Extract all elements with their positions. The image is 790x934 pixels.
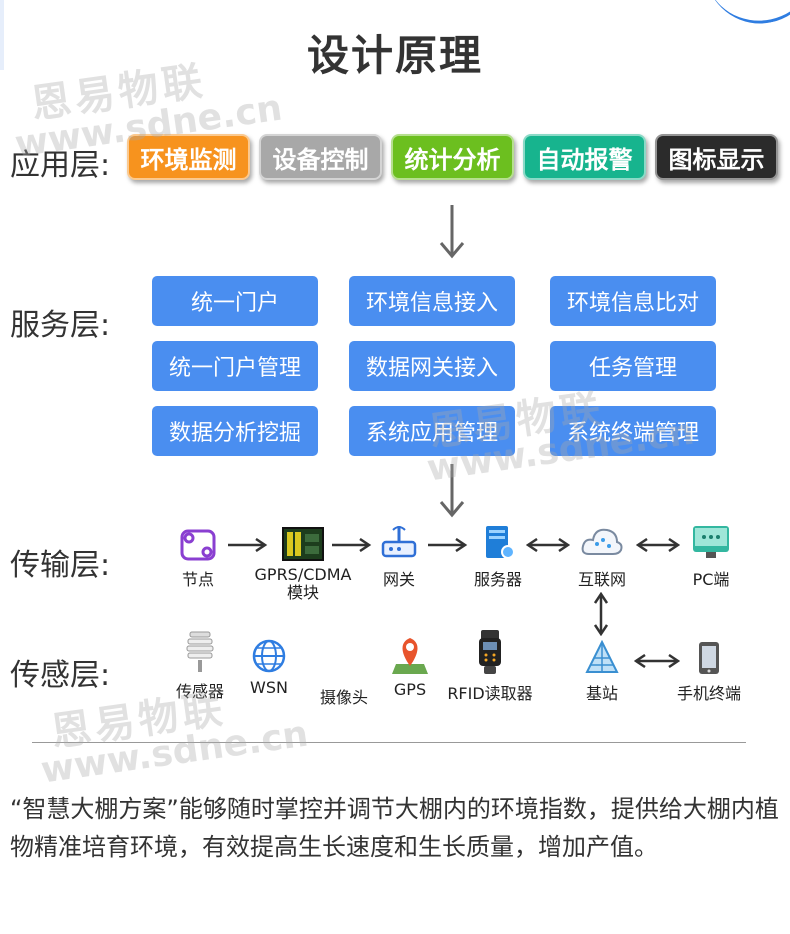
pc-label: PC端 (692, 570, 730, 589)
sensing-gps: GPS (390, 634, 430, 699)
sensing-layer-label: 传感层: (10, 658, 111, 693)
base-station-icon (585, 640, 619, 673)
node-label: 节点 (181, 570, 214, 589)
router-icon (381, 526, 417, 558)
right-arrow-icon (428, 538, 468, 552)
sensing-camera: 摄像头 (312, 684, 376, 708)
service-unified-portal[interactable]: 统一门户 (152, 276, 318, 326)
gprs-label: GPRS/CDMA (254, 565, 352, 584)
sensing-sensor: 传感器 (168, 630, 232, 702)
service-portal-management[interactable]: 统一门户管理 (152, 341, 318, 391)
service-task-management[interactable]: 任务管理 (550, 341, 716, 391)
gateway-label: 网关 (382, 570, 415, 589)
service-data-mining[interactable]: 数据分析挖掘 (152, 406, 318, 456)
service-env-info-access[interactable]: 环境信息接入 (349, 276, 515, 326)
transport-gprs-module: GPRS/CDMA 模块 (246, 526, 360, 602)
service-terminal-management[interactable]: 系统终端管理 (550, 406, 716, 456)
internet-label: 互联网 (577, 570, 626, 589)
transport-layer-label: 传输层: (10, 548, 111, 583)
mobile-terminal-label: 手机终端 (676, 684, 741, 703)
transport-node: 节点 (172, 528, 224, 590)
base-station-label: 基站 (585, 684, 618, 703)
down-arrow-icon (439, 464, 465, 518)
transport-server: 服务器 (466, 522, 530, 590)
monitor-icon (693, 526, 729, 558)
rfid-scanner-icon (479, 630, 501, 674)
page-title: 设计原理 (306, 31, 483, 80)
bidirectional-arrow-icon (636, 538, 680, 552)
sensing-rfid-reader: RFID读取器 (440, 628, 540, 704)
service-data-gateway-access[interactable]: 数据网关接入 (349, 341, 515, 391)
phone-icon (699, 642, 719, 674)
gps-label: GPS (393, 680, 427, 699)
divider (32, 742, 746, 743)
bidirectional-arrow-icon (634, 654, 680, 668)
service-env-info-compare[interactable]: 环境信息比对 (550, 276, 716, 326)
globe-network-icon (252, 639, 286, 673)
transport-gateway: 网关 (376, 522, 422, 590)
app-button-env-monitor[interactable]: 环境监测 (127, 134, 250, 180)
service-app-management[interactable]: 系统应用管理 (349, 406, 515, 456)
wsn-label: WSN (250, 678, 288, 697)
camera-label: 摄像头 (319, 688, 368, 707)
circuit-board-icon (282, 527, 324, 561)
app-button-auto-alarm[interactable]: 自动报警 (523, 134, 646, 180)
app-button-device-control[interactable]: 设备控制 (259, 134, 382, 180)
app-layer-label: 应用层: (10, 148, 111, 183)
app-button-statistics[interactable]: 统计分析 (391, 134, 514, 180)
weather-sensor-icon (186, 631, 214, 672)
server-label: 服务器 (473, 570, 522, 589)
sensing-wsn: WSN (244, 638, 294, 697)
transport-internet: 互联网 (570, 522, 634, 590)
sensing-mobile-terminal: 手机终端 (668, 640, 750, 704)
rfid-label: RFID读取器 (447, 684, 533, 703)
left-decoration (0, 0, 4, 70)
cloud-icon (581, 528, 623, 555)
vertical-bidirectional-arrow-icon (594, 592, 608, 636)
gprs-module-label: 模块 (286, 583, 319, 602)
map-pin-icon (392, 638, 428, 674)
right-arrow-icon (332, 538, 372, 552)
server-icon (486, 526, 515, 559)
node-icon (180, 529, 216, 561)
sensor-label: 传感器 (175, 682, 224, 701)
service-layer-label: 服务层: (10, 308, 111, 343)
right-arrow-icon (228, 538, 268, 552)
description-text: “智慧大棚方案”能够随时掌控并调节大棚内的环境指数，提供给大棚内植物精准培育环境… (10, 795, 779, 861)
transport-pc: PC端 (682, 522, 740, 590)
sensing-base-station: 基站 (580, 640, 624, 704)
app-button-chart-display[interactable]: 图标显示 (655, 134, 778, 180)
bidirectional-arrow-icon (526, 538, 570, 552)
watermark-url: www.sdne.cn (38, 713, 311, 792)
down-arrow-icon (439, 205, 465, 259)
